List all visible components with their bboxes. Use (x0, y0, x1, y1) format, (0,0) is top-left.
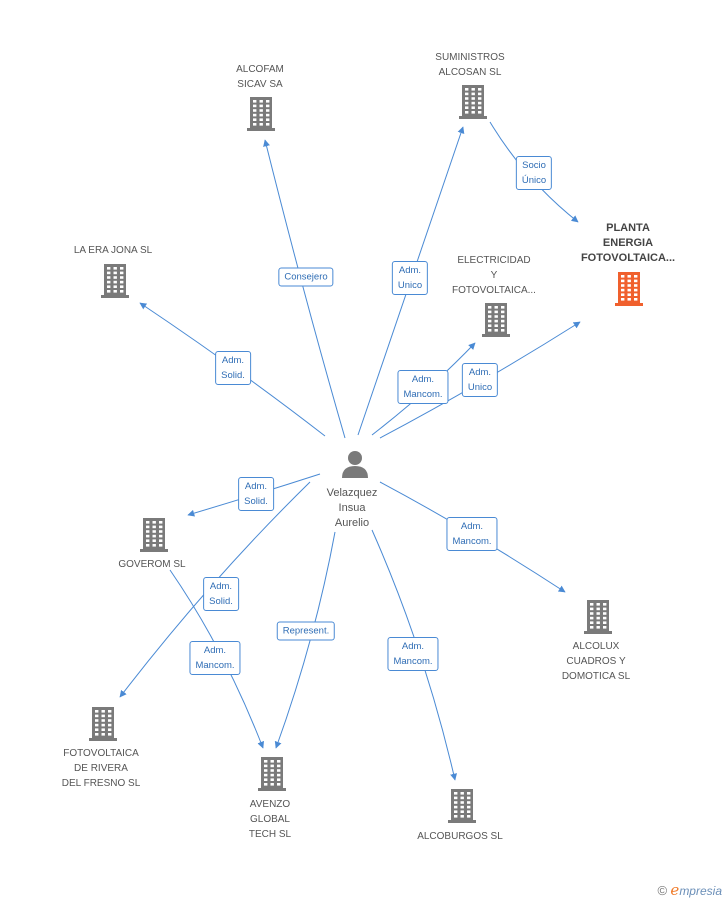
relation-badge: Adm. Mancom. (397, 370, 449, 404)
building-icon[interactable] (101, 264, 129, 303)
relation-badge: Adm. Mancom. (387, 637, 439, 671)
relation-badge: Adm. Solid. (203, 577, 239, 611)
company-label-alcoburgos[interactable]: ALCOBURGOS SL (417, 831, 503, 842)
copyright-symbol: © (657, 883, 668, 898)
company-label-planta[interactable]: PLANTA ENERGIA FOTOVOLTAICA... (580, 222, 676, 264)
person-icon[interactable] (340, 449, 370, 484)
relation-badge: Socio Único (515, 156, 553, 190)
building-icon[interactable] (584, 600, 612, 639)
company-label-fotovoltaica[interactable]: FOTOVOLTAICA DE RIVERA DEL FRESNO SL (61, 748, 141, 789)
relation-badge: Adm. Unico (391, 261, 429, 295)
building-icon[interactable] (247, 97, 275, 136)
building-icon[interactable] (459, 85, 487, 124)
company-label-alcolux[interactable]: ALCOLUX CUADROS Y DOMOTICA SL (561, 641, 631, 682)
relation-badge: Adm. Mancom. (446, 517, 498, 551)
building-icon[interactable] (448, 789, 476, 828)
company-label-alcofam[interactable]: ALCOFAM SICAV SA (236, 64, 284, 90)
building-icon[interactable] (140, 518, 168, 557)
company-label-avenzo[interactable]: AVENZO GLOBAL TECH SL (248, 799, 292, 840)
relation-badge: Adm. Mancom. (189, 641, 241, 675)
company-label-laera[interactable]: LA ERA JONA SL (73, 245, 153, 256)
brand-watermark: © empresia (657, 881, 722, 899)
building-icon[interactable] (89, 707, 117, 746)
person-name-label[interactable]: Velazquez Insua Aurelio (326, 487, 378, 529)
building-icon[interactable] (615, 272, 643, 311)
relation-badge: Consejero (278, 267, 334, 287)
company-label-electricidad[interactable]: ELECTRICIDAD Y FOTOVOLTAICA... (452, 255, 536, 296)
relation-badge: Adm. Unico (461, 363, 499, 397)
building-icon[interactable] (258, 757, 286, 796)
edge-center-to-alcofam (263, 139, 346, 439)
brand-logo-initial: e (670, 881, 680, 899)
company-label-suministros[interactable]: SUMINISTROS ALCOSAN SL (435, 52, 505, 78)
company-label-goverom[interactable]: GOVEROM SL (118, 559, 186, 570)
relation-badge: Adm. Solid. (215, 351, 251, 385)
brand-logo-name: mpresia (679, 884, 722, 898)
relation-badge: Adm. Solid. (238, 477, 274, 511)
relation-badge: Represent. (276, 621, 336, 641)
building-icon[interactable] (482, 303, 510, 342)
